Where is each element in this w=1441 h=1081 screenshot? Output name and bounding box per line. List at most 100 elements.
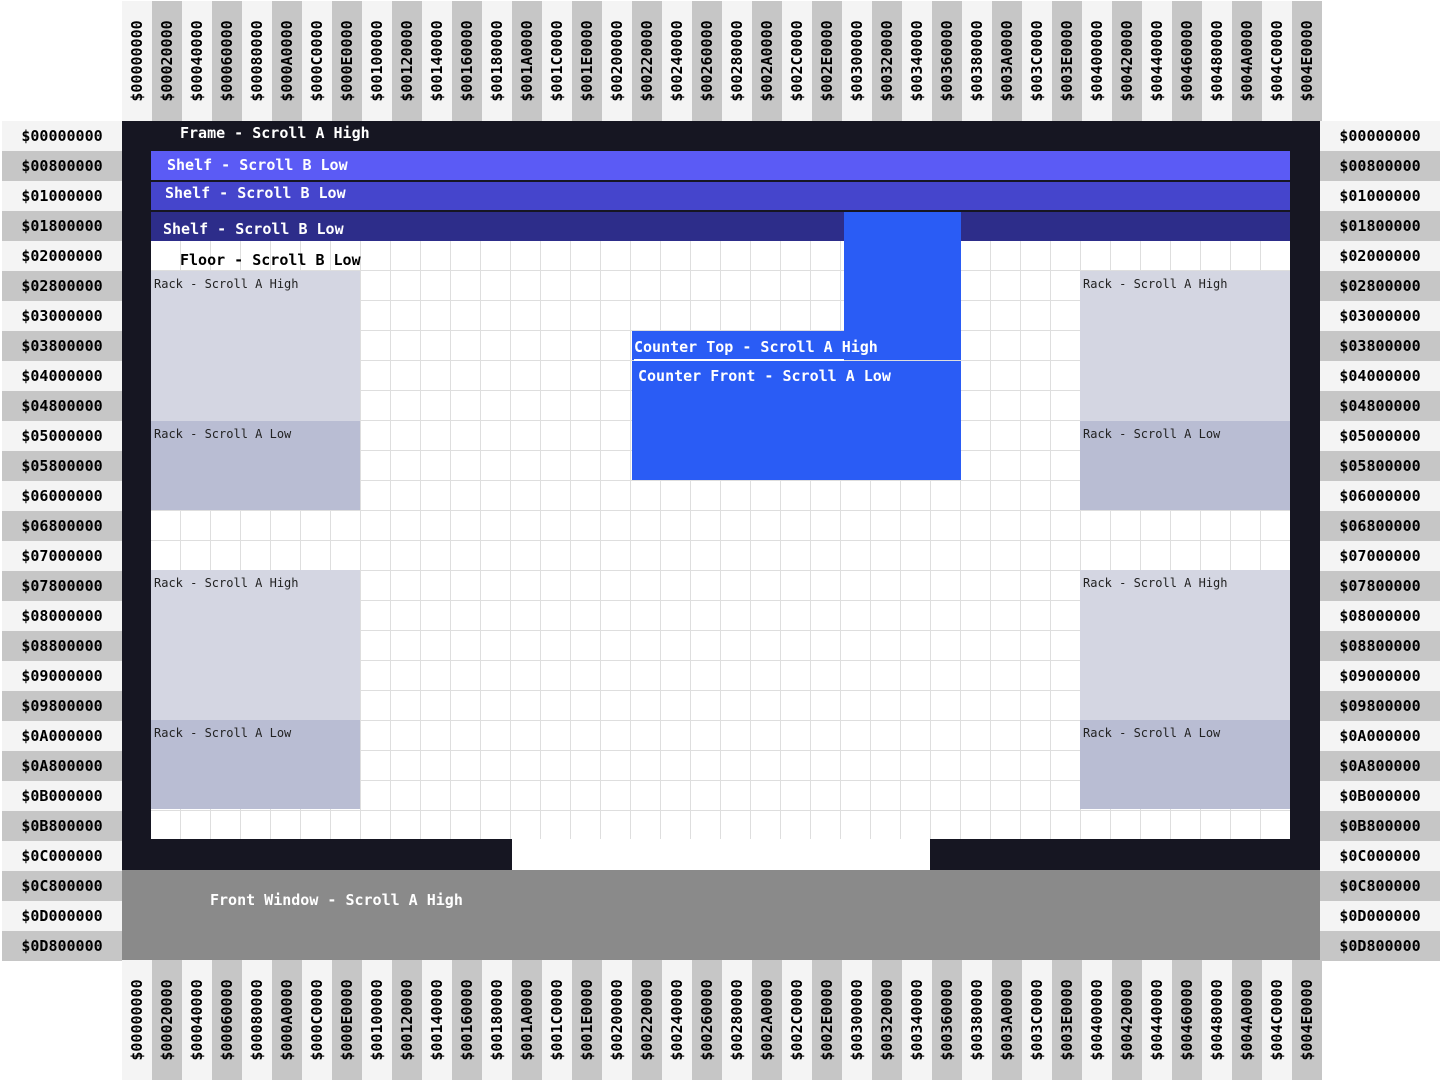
column-address-text: $00340000 (908, 20, 926, 102)
row-address-label: $0A000000 (2, 721, 122, 751)
column-address-label: $000A0000 (272, 1, 302, 121)
row-address-label: $09000000 (1320, 661, 1440, 691)
row-address-label: $0C000000 (1320, 841, 1440, 871)
column-address-text: $00020000 (158, 979, 176, 1061)
row-address-label: $06800000 (1320, 511, 1440, 541)
column-address-text: $002A0000 (758, 20, 776, 102)
column-address-text: $00460000 (1178, 20, 1196, 102)
row-address-label: $0C000000 (2, 841, 122, 871)
row-address-label: $09800000 (2, 691, 122, 721)
column-address-text: $003C0000 (1028, 20, 1046, 102)
column-address-text: $00180000 (488, 20, 506, 102)
column-address-label: $00100000 (362, 1, 392, 121)
column-address-text: $00400000 (1088, 979, 1106, 1061)
row-address-label: $08000000 (2, 601, 122, 631)
row-address-label: $0C800000 (2, 871, 122, 901)
column-address-text: $00300000 (848, 979, 866, 1061)
column-address-label: $00440000 (1142, 1, 1172, 121)
column-address-label: $00380000 (962, 960, 992, 1080)
column-address-label: $00180000 (482, 1, 512, 121)
row-address-label: $06000000 (1320, 481, 1440, 511)
row-address-label: $07000000 (1320, 541, 1440, 571)
row-address-label: $03800000 (2, 331, 122, 361)
row-address-label: $0A800000 (1320, 751, 1440, 781)
column-address-label: $000A0000 (272, 960, 302, 1080)
row-address-label: $03000000 (1320, 301, 1440, 331)
column-address-text: $004A0000 (1238, 20, 1256, 102)
column-address-label: $00220000 (632, 1, 662, 121)
row-address-label: $0D000000 (2, 901, 122, 931)
column-address-text: $001E0000 (578, 979, 596, 1061)
row-address-label: $09000000 (2, 661, 122, 691)
row-address-label: $05000000 (2, 421, 122, 451)
column-address-label: $00340000 (902, 1, 932, 121)
column-address-text: $00000000 (128, 20, 146, 102)
row-address-label: $02000000 (2, 241, 122, 271)
column-address-label: $00440000 (1142, 960, 1172, 1080)
column-address-label: $004C0000 (1262, 1, 1292, 121)
column-address-text: $00120000 (398, 20, 416, 102)
column-address-label: $00400000 (1082, 960, 1112, 1080)
column-address-label: $00220000 (632, 960, 662, 1080)
column-address-text: $00140000 (428, 979, 446, 1061)
column-address-label: $003E0000 (1052, 960, 1082, 1080)
column-address-text: $000E0000 (338, 20, 356, 102)
rack-label: Rack - Scroll A Low (1083, 427, 1221, 441)
rack-label: Rack - Scroll A High (1083, 576, 1228, 590)
column-address-text: $00360000 (938, 20, 956, 102)
row-address-label: $02000000 (1320, 241, 1440, 271)
column-address-label: $00280000 (722, 1, 752, 121)
row-address-label: $0D800000 (1320, 931, 1440, 961)
column-address-text: $00260000 (698, 979, 716, 1061)
row-address-label: $0A000000 (1320, 721, 1440, 751)
column-address-text: $004C0000 (1268, 979, 1286, 1061)
column-address-label: $00060000 (212, 1, 242, 121)
column-address-label: $00300000 (842, 960, 872, 1080)
column-address-text: $00100000 (368, 979, 386, 1061)
shelf-3-label: Shelf - Scroll B Low (163, 220, 344, 238)
shelf-2 (151, 182, 1290, 210)
floor-label: Floor - Scroll B Low (180, 251, 361, 269)
row-address-label: $0D000000 (1320, 901, 1440, 931)
row-address-label: $02800000 (2, 271, 122, 301)
rack-label: Rack - Scroll A High (154, 277, 299, 291)
counter-top-label: Counter Top - Scroll A High (634, 338, 878, 356)
column-address-text: $00060000 (218, 20, 236, 102)
row-address-label: $04000000 (1320, 361, 1440, 391)
column-address-text: $004C0000 (1268, 20, 1286, 102)
column-address-label: $00160000 (452, 1, 482, 121)
column-address-text: $003E0000 (1058, 20, 1076, 102)
column-address-text: $00480000 (1208, 20, 1226, 102)
column-address-text: $00300000 (848, 20, 866, 102)
column-address-label: $00420000 (1112, 960, 1142, 1080)
column-address-text: $001C0000 (548, 979, 566, 1061)
column-address-text: $00380000 (968, 979, 986, 1061)
row-address-label: $06000000 (2, 481, 122, 511)
column-address-text: $002E0000 (818, 979, 836, 1061)
rack-label: Rack - Scroll A Low (154, 726, 292, 740)
rack-left-upper-low (151, 421, 360, 510)
column-address-label: $00380000 (962, 1, 992, 121)
column-address-label: $00040000 (182, 1, 212, 121)
column-address-text: $00060000 (218, 979, 236, 1061)
column-address-label: $00200000 (602, 1, 632, 121)
row-address-label: $08800000 (2, 631, 122, 661)
column-address-text: $00120000 (398, 979, 416, 1061)
rack-left-upper-high (151, 271, 360, 421)
column-address-text: $00020000 (158, 20, 176, 102)
row-address-label: $07000000 (2, 541, 122, 571)
column-address-label: $00480000 (1202, 1, 1232, 121)
column-address-text: $001C0000 (548, 20, 566, 102)
column-address-text: $004A0000 (1238, 979, 1256, 1061)
column-address-label: $00080000 (242, 1, 272, 121)
row-address-label: $07800000 (2, 571, 122, 601)
front-window (122, 870, 1320, 960)
column-address-text: $00360000 (938, 979, 956, 1061)
column-address-label: $00260000 (692, 960, 722, 1080)
column-address-label: $002E0000 (812, 1, 842, 121)
column-address-text: $00380000 (968, 20, 986, 102)
column-address-label: $002C0000 (782, 1, 812, 121)
column-address-text: $000C0000 (308, 20, 326, 102)
row-address-label: $05800000 (1320, 451, 1440, 481)
row-address-label: $08800000 (1320, 631, 1440, 661)
